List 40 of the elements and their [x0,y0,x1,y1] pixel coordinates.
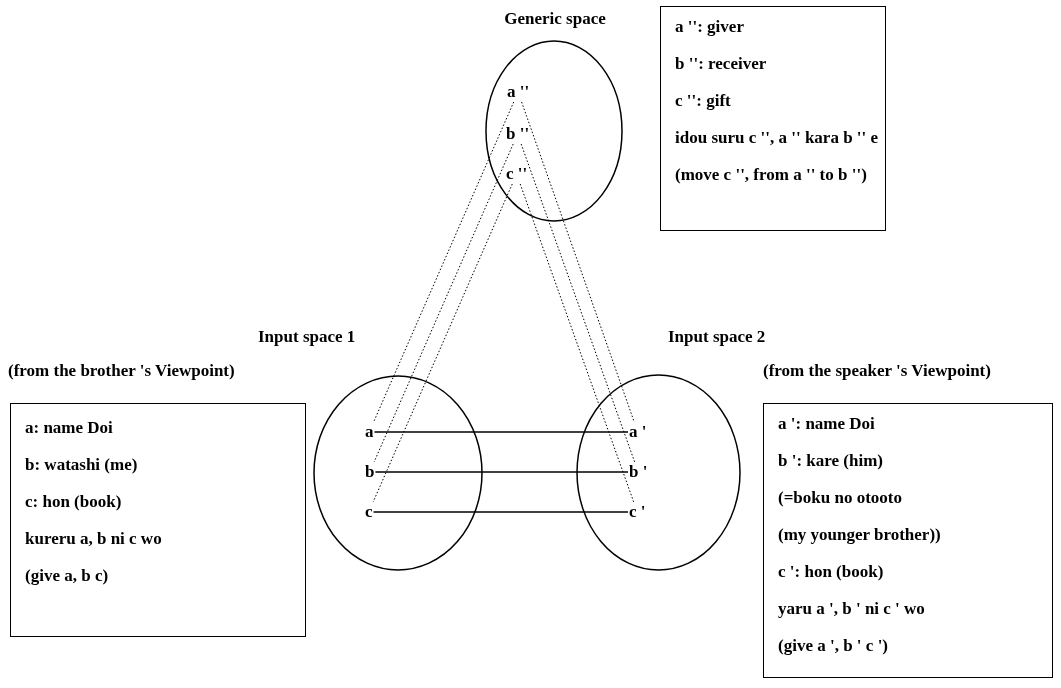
dotted-mapping-line [519,183,635,503]
viewpoint-heading: (from the brother 's Viewpoint) [8,360,235,382]
element-label: a ' [628,422,648,442]
description-line: b: watashi (me) [25,454,139,476]
element-label: a [364,422,375,442]
space-title: Generic space [504,8,606,30]
description-line: c: hon (book) [25,491,123,513]
dotted-mapping-line [520,143,636,463]
element-label: b [364,462,376,482]
description-line: kureru a, b ni c wo [25,528,163,550]
description-line: (move c '', from a '' to b '') [675,164,868,186]
description-line: a '': giver [675,16,745,38]
dotted-mapping-line [521,101,635,423]
description-line: a: name Doi [25,417,114,439]
dotted-mapping-line [373,143,514,463]
mapping-line [373,431,629,433]
viewpoint-heading: (from the speaker 's Viewpoint) [763,360,991,382]
element-label: c '' [505,164,529,184]
element-label: c [364,502,374,522]
description-line: idou suru c '', a '' kara b '' e [675,127,880,149]
description-line: b '': receiver [675,53,768,75]
description-line: (give a ', b ' c ') [778,635,889,657]
description-line: (=boku no otooto [778,487,903,509]
description-line: (my younger brother)) [778,524,942,546]
description-line: (give a, b c) [25,565,110,587]
description-line: a ': name Doi [778,413,876,435]
dotted-mapping-line [372,183,513,503]
description-line: yaru a ', b ' ni c ' wo [778,598,926,620]
description-line: c '': gift [675,90,732,112]
description-line: c ': hon (book) [778,561,885,583]
space-title: Input space 2 [668,326,766,348]
element-label: c ' [628,502,647,522]
description-line: b ': kare (him) [778,450,884,472]
dotted-mapping-line [373,101,515,423]
element-label: b '' [505,124,531,144]
element-label: b ' [628,462,649,482]
space-title: Input space 1 [258,326,356,348]
element-label: a '' [506,82,531,102]
mapping-line [374,471,629,473]
mapping-line [372,511,629,513]
